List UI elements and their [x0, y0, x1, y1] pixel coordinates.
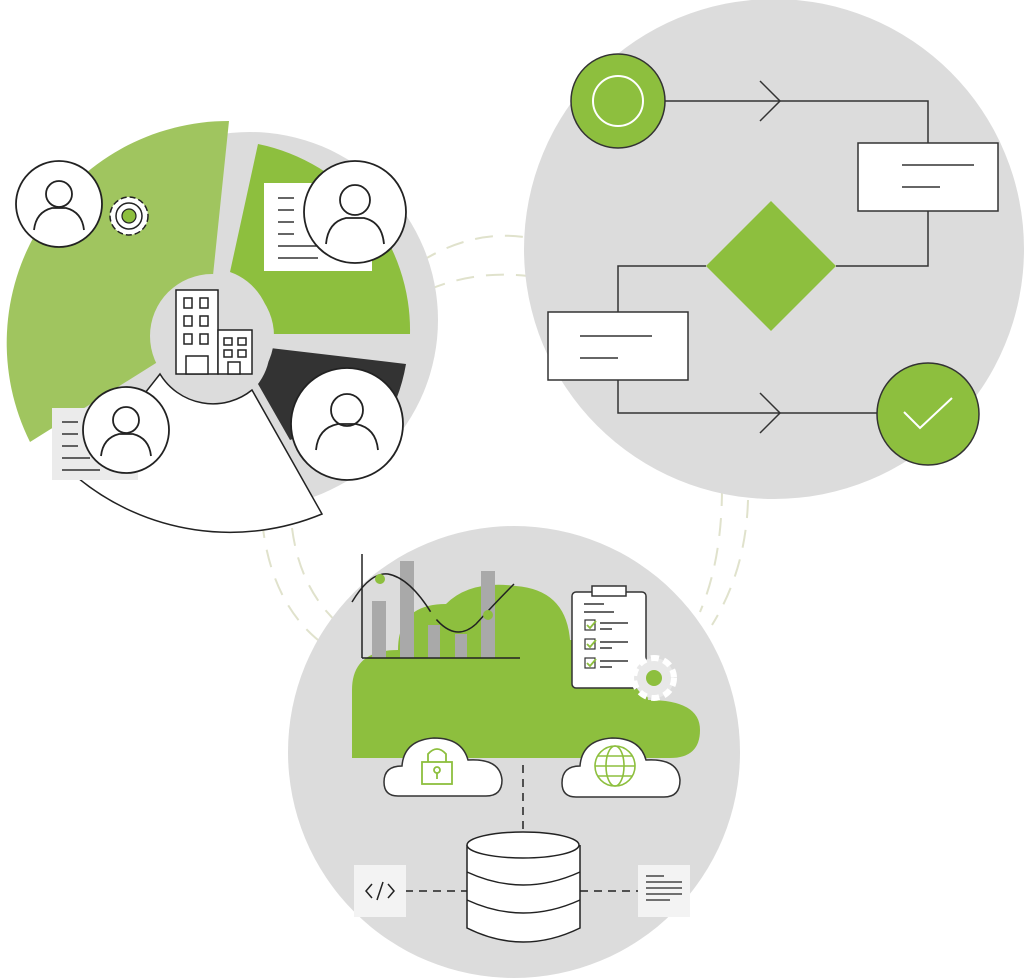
connector-left-inner — [291, 527, 341, 626]
clipboard-checklist-icon — [571, 585, 647, 689]
globe-cloud — [561, 737, 681, 798]
gear-icon — [631, 655, 677, 701]
check-icon — [903, 397, 953, 430]
connector-right-inner — [711, 499, 749, 626]
bar-line-chart-icon — [351, 554, 520, 659]
workflow-cluster — [524, 0, 1024, 499]
connector-top — [419, 234, 531, 263]
lock-icon — [421, 748, 453, 785]
database-icon — [466, 831, 581, 943]
user-avatar-icon — [290, 367, 404, 481]
dashed-links — [405, 765, 640, 892]
flow-lines — [617, 80, 929, 434]
user-avatar-icon — [303, 160, 407, 264]
arrow-chevron — [759, 80, 782, 122]
process-box — [857, 142, 999, 212]
arrow-chevron — [759, 392, 782, 434]
process-box — [547, 311, 689, 381]
document-icon — [638, 865, 690, 917]
dashed-connectors — [261, 234, 749, 641]
globe-icon — [594, 745, 636, 787]
building-icon — [175, 289, 253, 375]
code-icon — [354, 865, 406, 917]
check-circle — [876, 362, 980, 466]
user-avatar-icon — [15, 160, 103, 248]
start-circle — [570, 53, 666, 149]
connector-top-inner — [427, 273, 529, 291]
organization-cluster — [6, 120, 438, 534]
decision-diamond — [706, 201, 836, 331]
lock-cloud — [383, 737, 503, 797]
user-avatar-icon — [82, 386, 170, 474]
gear-icon — [109, 196, 149, 236]
cloud-cluster — [288, 526, 740, 978]
connector-right — [699, 487, 723, 613]
connector-left — [261, 519, 319, 641]
